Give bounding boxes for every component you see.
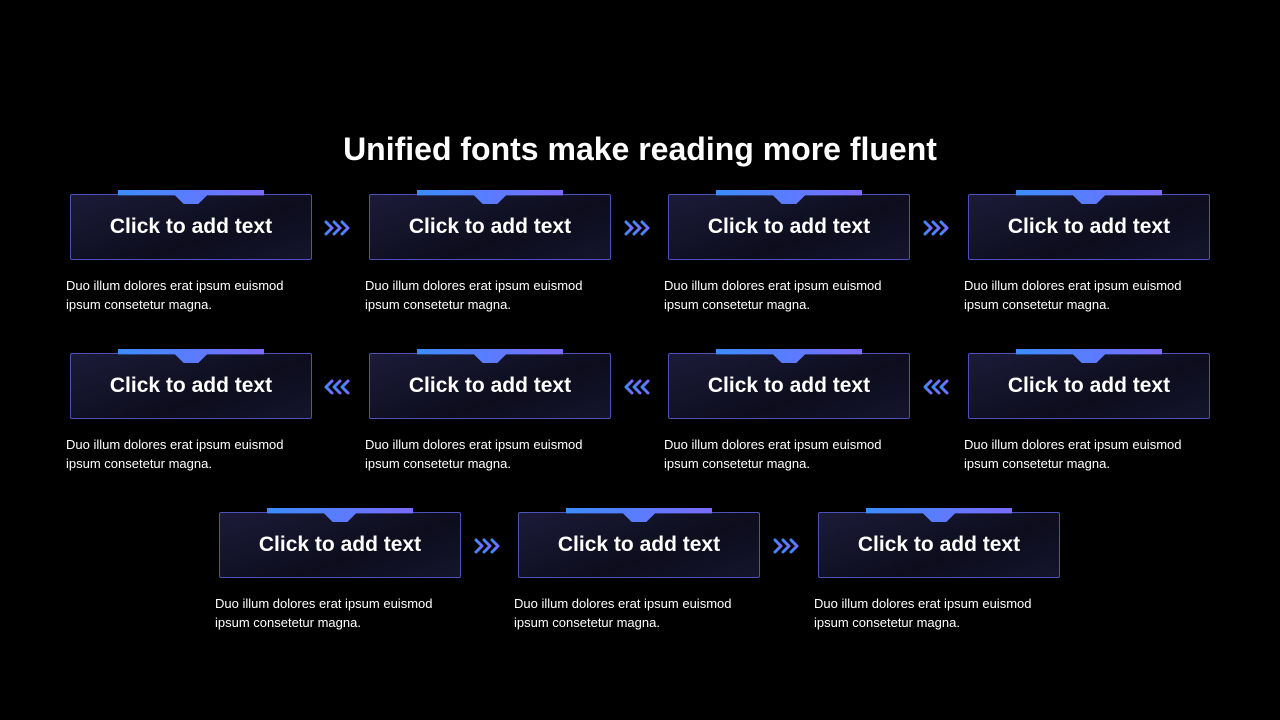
step-label-box[interactable]: Click to add text <box>968 353 1210 419</box>
step-description: Duo illum dolores erat ipsum euismod ips… <box>664 437 882 471</box>
step-label-box[interactable]: Click to add text <box>369 353 611 419</box>
step-description: Duo illum dolores erat ipsum euismod ips… <box>964 278 1182 312</box>
step-label-box[interactable]: Click to add text <box>369 194 611 260</box>
chevrons-right-icon <box>324 220 356 236</box>
step-description: Duo illum dolores erat ipsum euismod ips… <box>814 596 1032 630</box>
step-description: Duo illum dolores erat ipsum euismod ips… <box>66 278 284 312</box>
step-label-box[interactable]: Click to add text <box>668 353 910 419</box>
step-label-box[interactable]: Click to add text <box>818 512 1060 578</box>
step-label-box[interactable]: Click to add text <box>968 194 1210 260</box>
step-description: Duo illum dolores erat ipsum euismod ips… <box>66 437 284 471</box>
step-description: Duo illum dolores erat ipsum euismod ips… <box>514 596 732 630</box>
chevrons-right-icon <box>773 538 805 554</box>
step-label-box[interactable]: Click to add text <box>518 512 760 578</box>
chevrons-left-icon <box>624 379 656 395</box>
chevrons-left-icon <box>923 379 955 395</box>
step-label-box[interactable]: Click to add text <box>668 194 910 260</box>
chevrons-left-icon <box>324 379 356 395</box>
step-label-box[interactable]: Click to add text <box>70 194 312 260</box>
step-description: Duo illum dolores erat ipsum euismod ips… <box>365 278 583 312</box>
step-description: Duo illum dolores erat ipsum euismod ips… <box>215 596 433 630</box>
chevrons-right-icon <box>624 220 656 236</box>
chevrons-right-icon <box>474 538 506 554</box>
step-description: Duo illum dolores erat ipsum euismod ips… <box>664 278 882 312</box>
step-description: Duo illum dolores erat ipsum euismod ips… <box>964 437 1182 471</box>
step-label-box[interactable]: Click to add text <box>219 512 461 578</box>
step-label-box[interactable]: Click to add text <box>70 353 312 419</box>
step-description: Duo illum dolores erat ipsum euismod ips… <box>365 437 583 471</box>
chevrons-right-icon <box>923 220 955 236</box>
slide-title: Unified fonts make reading more fluent <box>343 131 937 167</box>
